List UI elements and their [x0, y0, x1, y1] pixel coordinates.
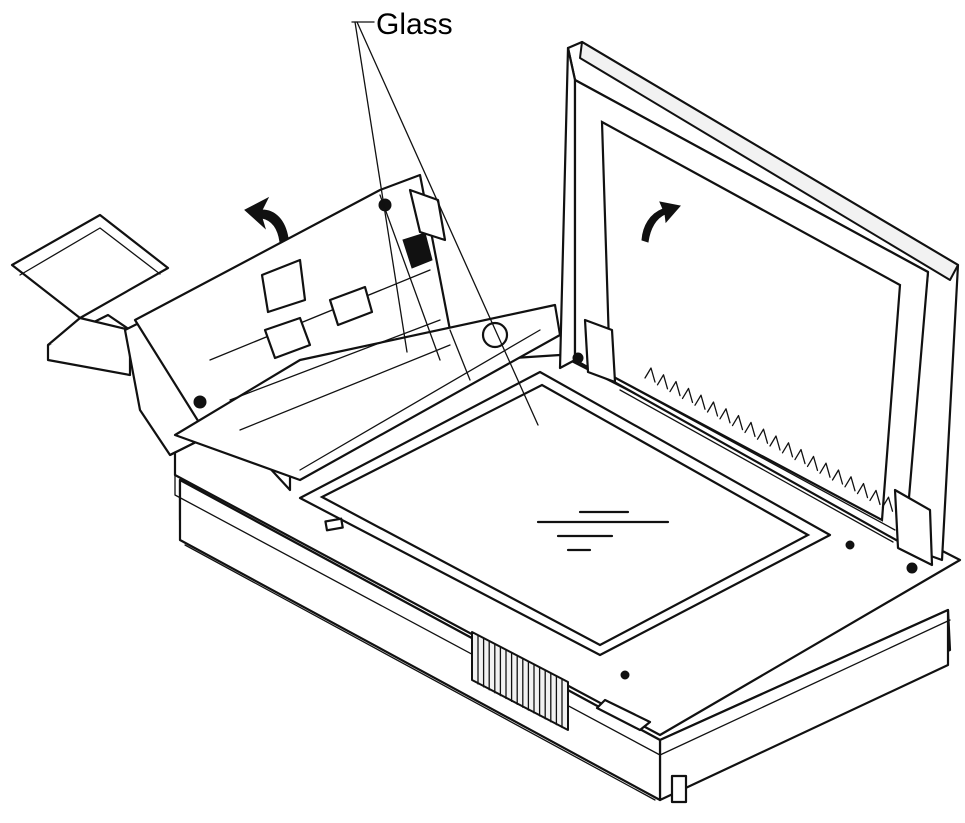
- arrow-up-curved-icon: [641, 201, 681, 243]
- document-feeder: [10, 173, 562, 492]
- lid-tooth: [656, 374, 669, 390]
- document-glass: [298, 370, 855, 680]
- lid-tooth: [869, 489, 881, 506]
- front-vents: [471, 631, 652, 732]
- lid-tooth: [819, 462, 831, 478]
- lid-tooth: [794, 448, 806, 465]
- lid-tooth: [694, 394, 706, 410]
- lid-tooth: [769, 435, 781, 451]
- glass-label: Glass: [376, 8, 453, 41]
- lid-tooth: [831, 469, 844, 485]
- lid-tooth: [731, 414, 744, 431]
- lid-tooth: [719, 408, 731, 424]
- lid-tooth: [669, 380, 681, 397]
- lid-tooth: [806, 455, 819, 472]
- lid-tooth: [756, 428, 769, 444]
- lid-tooth: [856, 482, 869, 499]
- lid-tooth: [681, 387, 694, 404]
- glass-callout: Glass: [351, 8, 539, 426]
- lid-tooth: [881, 496, 894, 512]
- lid-tooth: [706, 401, 719, 417]
- lid-tooth: [844, 476, 856, 492]
- lid-tooth: [744, 421, 756, 438]
- scanner-lid: [558, 40, 960, 574]
- lid-tooth: [781, 442, 794, 458]
- arrow-up-curved-icon: [244, 196, 289, 243]
- lid-tooth: [644, 367, 656, 383]
